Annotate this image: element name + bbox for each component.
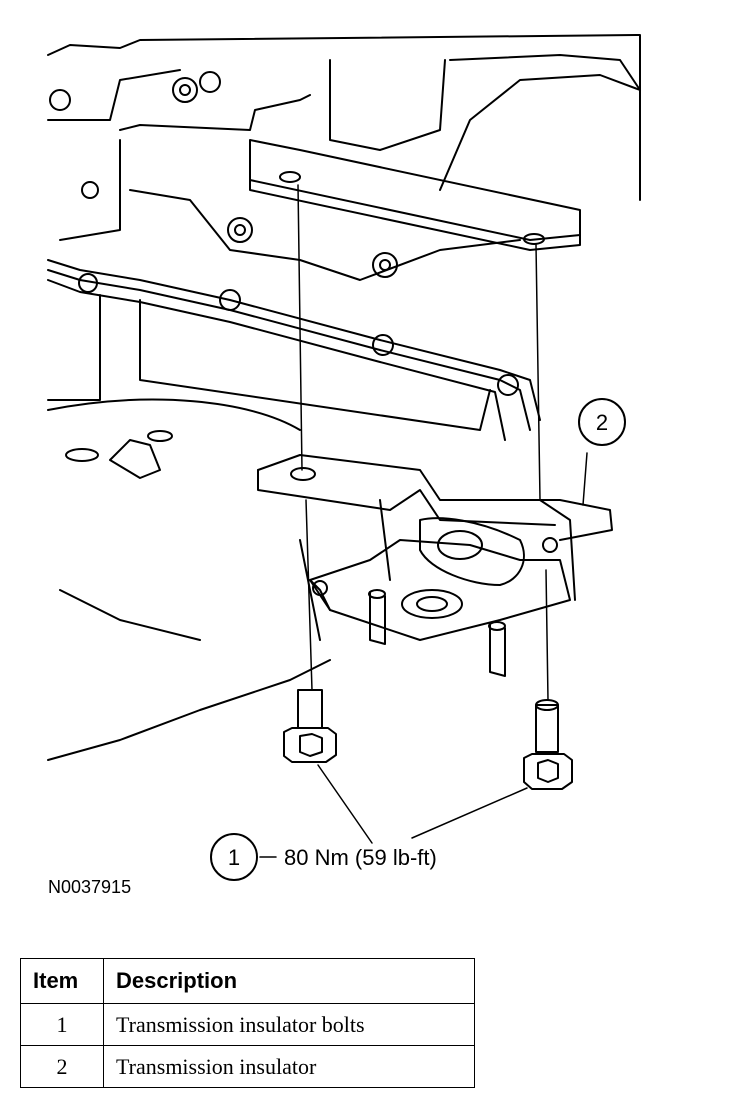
exploded-view-diagram: 1 80 Nm (59 lb-ft) 2: [47, 34, 641, 881]
callout-1-number: 1: [228, 845, 240, 870]
callout-2: 2: [578, 398, 626, 446]
upper-mount-flange: [249, 139, 581, 251]
callout-1-torque-label: 80 Nm (59 lb-ft): [284, 845, 437, 870]
oil-pan: [47, 259, 541, 761]
legend-header-item: Item: [20, 958, 104, 1004]
legend-item-number: 2: [20, 1045, 104, 1088]
insulator-bolt-left: [283, 689, 337, 763]
legend-header-description: Description: [103, 958, 475, 1004]
legend-item-description: Transmission insulator: [103, 1045, 475, 1088]
callout-1: 1 80 Nm (59 lb-ft): [210, 833, 437, 881]
legend-table: Item Description 1 Transmission insulato…: [20, 958, 475, 1088]
engine-block: [47, 34, 641, 281]
table-row: 1 Transmission insulator bolts: [20, 1003, 475, 1046]
insulator-bolt-right: [523, 699, 573, 790]
legend-item-number: 1: [20, 1003, 104, 1046]
transmission-insulator: [257, 454, 613, 677]
legend-item-description: Transmission insulator bolts: [103, 1003, 475, 1046]
alignment-lines: [297, 184, 549, 701]
table-row: 2 Transmission insulator: [20, 1045, 475, 1088]
leader-lines: [259, 452, 588, 858]
callout-2-number: 2: [596, 410, 608, 435]
legend-header-row: Item Description: [20, 958, 475, 1004]
figure-id: N0037915: [48, 877, 132, 897]
